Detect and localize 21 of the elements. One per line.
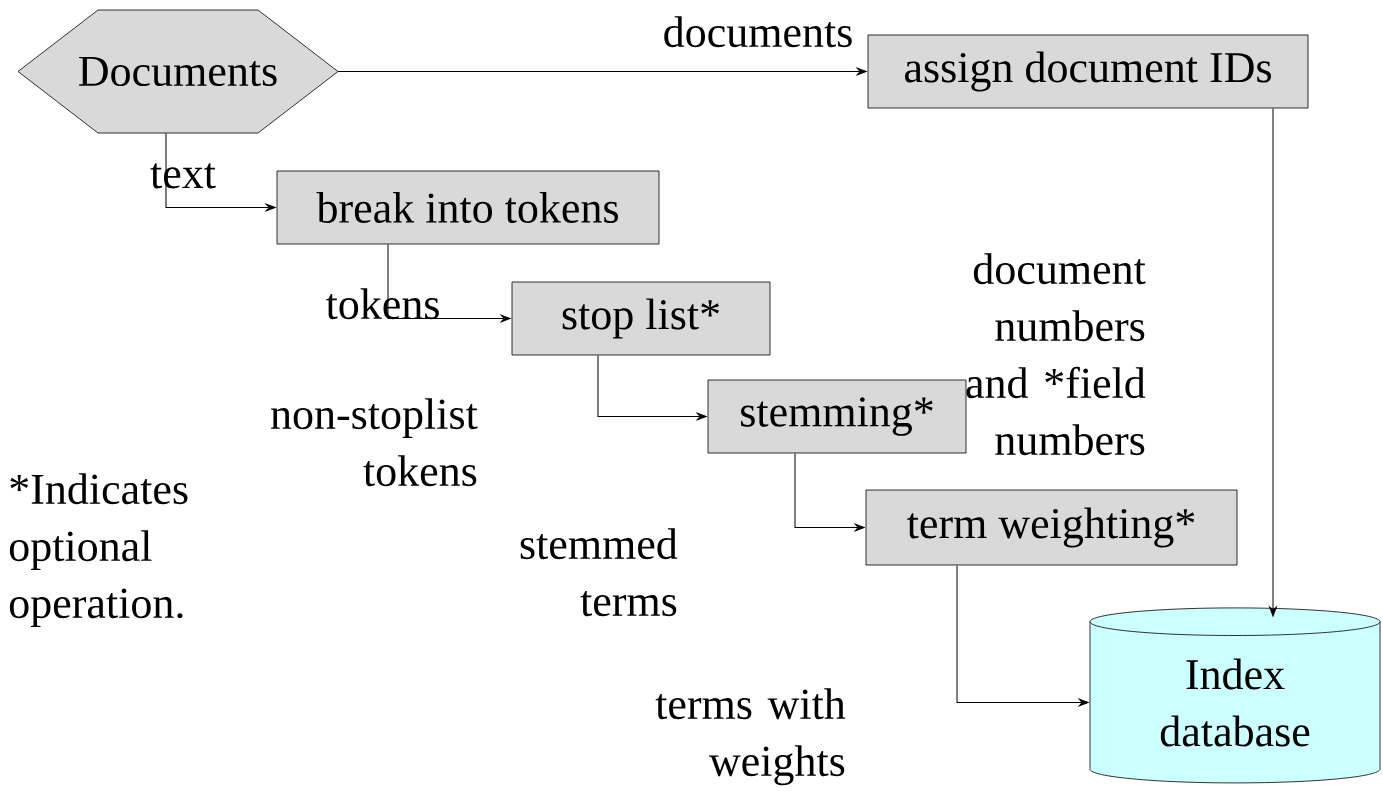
edge-label: tokens [326,288,439,320]
process-box: stop list* [511,281,771,356]
edge-label: document numbers and *field numbers [966,253,1146,456]
edge-label: terms with weights [655,688,846,786]
arrow [1269,107,1277,617]
arrow [165,132,276,212]
arrow [387,243,511,323]
database-cylinder: Index database [1089,607,1381,784]
arrow [337,67,867,76]
process-box: stemming* [707,379,967,454]
process-box: assign document IDs [867,34,1309,109]
arrow [956,564,1089,707]
arrow [794,452,865,532]
note-text: *Indicates optional operation. [9,473,188,628]
edge-label: text [150,163,216,189]
edge-label: documents [664,16,852,48]
process-box: break into tokens [276,170,660,245]
edge-label: stemmed terms [520,528,678,617]
edge-label: non-stoplist tokens [271,398,478,487]
arrow [597,354,707,421]
process-box: term weighting* [865,489,1238,566]
